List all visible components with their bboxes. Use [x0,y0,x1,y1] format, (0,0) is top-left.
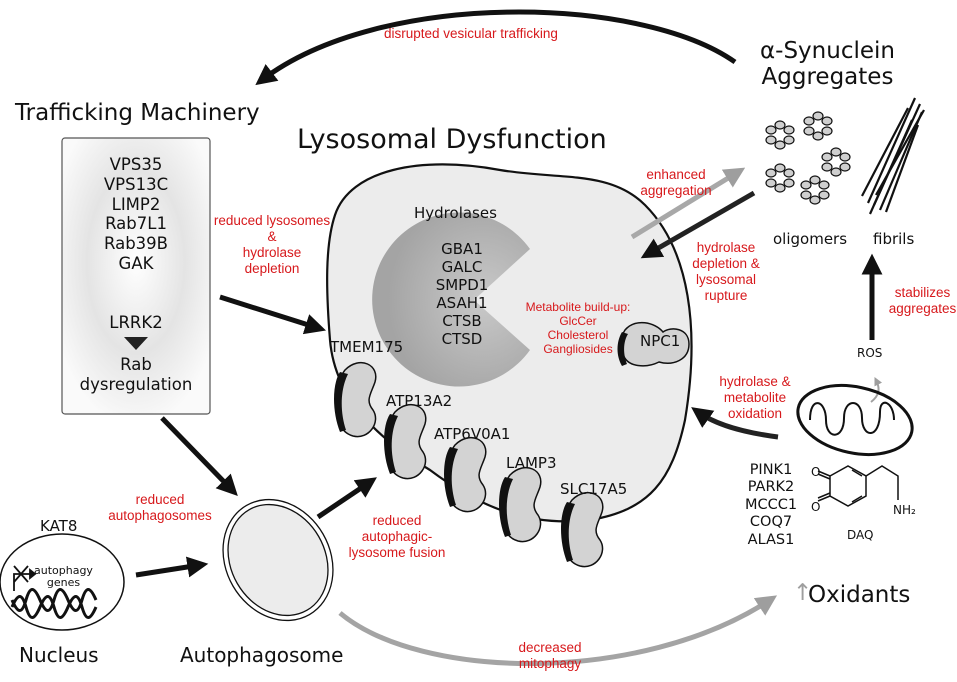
nucleus-title: Nucleus [19,643,99,667]
daq-o-top: O [811,465,821,479]
label-stabilizes: stabilizes aggregates [888,285,957,316]
trafficking-machinery-title: Trafficking Machinery [15,100,260,126]
label-reduced-fusion: reduced autophagic- lysosome fusion [348,513,446,560]
blocked-transcription-icon [13,565,37,591]
fibrils-label: fibrils [873,230,915,248]
arrow-reduced-lysosomes [219,294,327,335]
trafficking-box [61,137,211,415]
autophagosome-shape [222,498,334,622]
arrow-decreased-mitophagy [338,595,778,666]
hydrolase-pacman [372,212,530,387]
kat8-label: KAT8 [40,517,78,535]
lrrk2-label: LRRK2 [109,313,163,332]
atp13a2-label: ATP13A2 [386,392,453,410]
arrow-to-autophagosome [160,416,238,497]
label-disrupted-trafficking: disrupted vesicular trafficking [384,26,558,41]
npc1-label: NPC1 [640,332,681,350]
arrow-enhanced-aggregation [630,167,746,240]
mitochondrion-icon [796,384,914,456]
membrane-protein-shapes [336,321,690,568]
trafficking-genes: VPS35 VPS13C LIMP2 Rab7L1 Rab39B GAK [103,155,169,273]
slc17a5-label: SLC17A5 [560,480,628,498]
dna-icon-strand [10,588,98,612]
hydrolase-genes: GBA1 GALC SMPD1 ASAH1 CTSB CTSD [435,240,489,348]
hydrolases-label: Hydrolases [414,204,497,222]
lamp3-label: LAMP3 [506,454,557,472]
lrrk2-down-arrow-icon [124,337,148,350]
daq-molecule-icon [817,465,899,507]
oligomers-label: oligomers [773,230,848,248]
oxidants-increase-icon: ↑ [793,580,813,606]
fibrils-icon [861,97,925,215]
atp6v0a1-label: ATP6V0A1 [434,425,511,443]
page-title: Lysosomal Dysfunction [297,124,607,155]
arrow-hydrolase-depletion [640,190,756,259]
label-reduced-autophagosomes: reduced autophagosomes [108,492,212,523]
daq-o-bottom: O [811,500,821,514]
tmem175-label: TMEM175 [330,338,404,356]
arrow-oxidation [691,407,779,440]
ros-label: ROS [857,346,883,360]
oxidants-title: Oxidants [808,582,911,608]
oligomers-icon [765,111,851,205]
label-reduced-lysosomes: reduced lysosomes & hydrolase depletion [213,213,331,276]
nucleus-outline [0,533,125,631]
daq-nh2: NH₂ [893,503,916,517]
label-hydrolase-rupture: hydrolase depletion & lysosomal rupture [692,240,760,303]
synuclein-title: α-Synuclein Aggregates [760,38,895,91]
metabolite-buildup-label: Metabolite build-up: GlcCer Cholesterol … [525,300,631,357]
daq-label: DAQ [847,528,874,542]
autophagy-genes-label: autophagy genes [34,564,93,590]
mito-genes: PINK1 PARK2 MCCC1 COQ7 ALAS1 [744,462,798,548]
arrow-nucleus-to-autophagosome [135,556,209,578]
label-oxidation: hydrolase & metabolite oxidation [719,374,791,421]
arrow-disrupted-trafficking [255,9,737,86]
rab-dysregulation-label: Rab dysregulation [79,355,193,394]
label-enhanced-aggregation: enhanced aggregation [640,167,712,198]
label-decreased-mitophagy: decreased mitophagy [518,640,582,671]
dna-icon [10,595,98,619]
arrow-autophagic-fusion [316,477,377,520]
autophagosome-title: Autophagosome [180,643,344,667]
